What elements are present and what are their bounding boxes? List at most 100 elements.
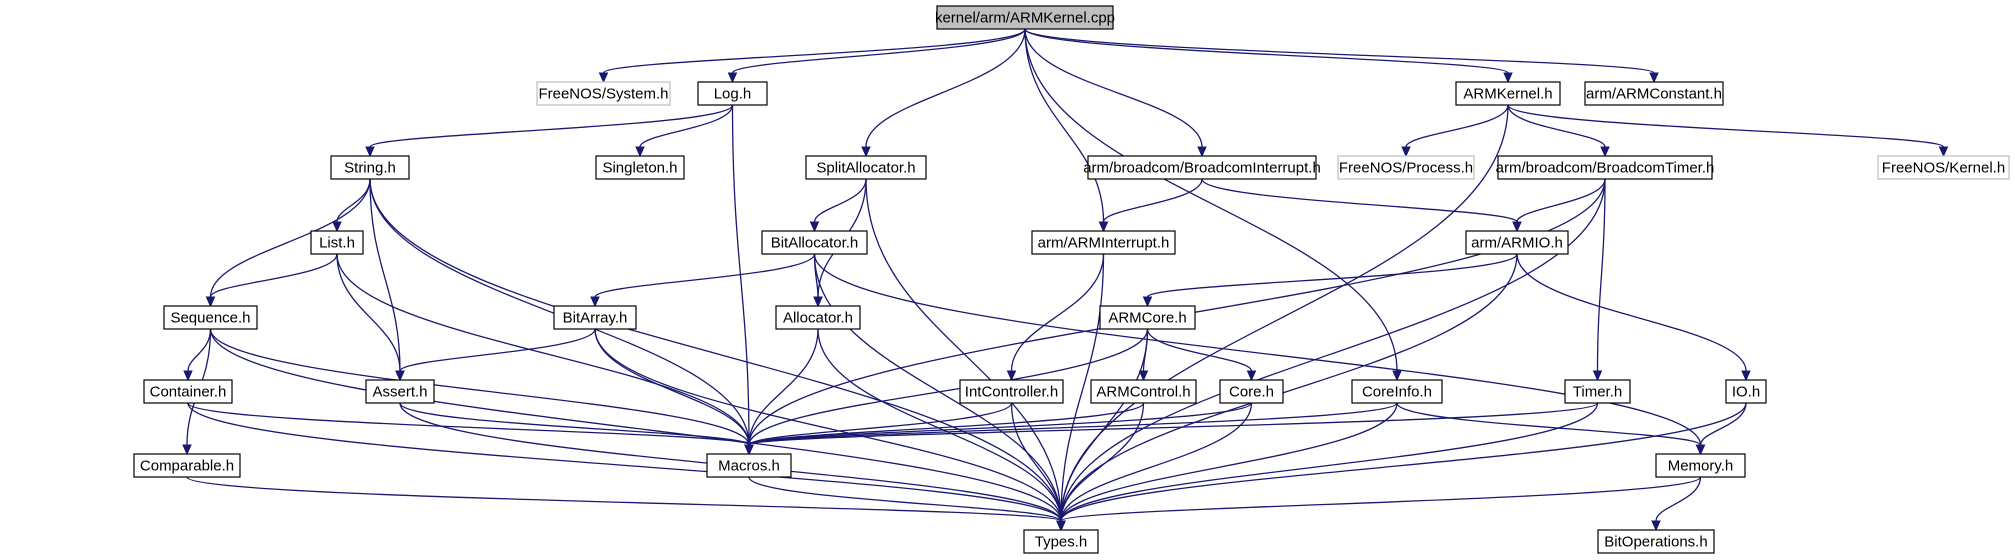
edge-root-to-splitalloc bbox=[861, 28, 1026, 158]
edge-root-to-log bbox=[727, 28, 1026, 84]
edge-log-to-string bbox=[365, 104, 734, 158]
node-box bbox=[959, 379, 1064, 404]
edge-armint-to-intctrl bbox=[1006, 253, 1105, 382]
edge-arrowhead bbox=[1142, 296, 1153, 308]
edge-layer bbox=[182, 28, 1949, 532]
node-box bbox=[1090, 379, 1197, 404]
edge-memory-to-types bbox=[1056, 476, 1702, 532]
node-label: BitOperations.h bbox=[1604, 534, 1707, 551]
node-container[interactable]: Container.h bbox=[143, 379, 233, 404]
node-label: Container.h bbox=[150, 384, 227, 401]
node-label: arm/broadcom/BroadcomInterrupt.h bbox=[1083, 160, 1321, 177]
node-box bbox=[330, 155, 410, 180]
node-label: FreeNOS/Process.h bbox=[1339, 160, 1473, 177]
node-box bbox=[1219, 379, 1284, 404]
edge-arrowhead bbox=[182, 444, 192, 456]
edge-arrowhead bbox=[1651, 520, 1661, 532]
node-assert[interactable]: Assert.h bbox=[365, 379, 435, 404]
node-allocator[interactable]: Allocator.h bbox=[775, 305, 861, 330]
node-armio[interactable]: arm/ARMIO.h bbox=[1465, 230, 1569, 255]
node-label: FreeNOS/System.h bbox=[538, 86, 668, 103]
node-string[interactable]: String.h bbox=[330, 155, 410, 180]
node-log[interactable]: Log.h bbox=[697, 81, 768, 106]
node-box bbox=[1584, 81, 1724, 106]
node-io[interactable]: IO.h bbox=[1725, 379, 1767, 404]
node-kernelh[interactable]: FreeNOS/Kernel.h bbox=[1877, 155, 2010, 180]
edge-arrowhead bbox=[598, 72, 609, 84]
edge-string-to-assert bbox=[369, 178, 405, 382]
node-label: Memory.h bbox=[1668, 458, 1734, 475]
node-label: Macros.h bbox=[718, 458, 780, 475]
edge-coreinfo-to-memory bbox=[1396, 402, 1706, 456]
node-singleton[interactable]: Singleton.h bbox=[595, 155, 685, 180]
node-intctrl[interactable]: IntController.h bbox=[959, 379, 1064, 404]
edge-armctrl-to-macros bbox=[744, 402, 1145, 456]
node-bitops[interactable]: BitOperations.h bbox=[1597, 529, 1715, 554]
node-bitalloc[interactable]: BitAllocator.h bbox=[761, 230, 868, 255]
node-types[interactable]: Types.h bbox=[1023, 529, 1099, 554]
edge-bcmtimer-to-armio bbox=[1512, 178, 1606, 233]
edge-armio-to-io bbox=[1516, 253, 1751, 382]
node-layer: kernel/arm/ARMKernel.cppFreeNOS/System.h… bbox=[133, 5, 2010, 554]
node-box bbox=[775, 305, 861, 330]
node-box bbox=[1455, 81, 1561, 106]
node-box bbox=[706, 453, 792, 478]
edge-container-to-macros bbox=[187, 402, 754, 456]
node-label: Singleton.h bbox=[602, 160, 677, 177]
edge-arrowhead bbox=[1512, 221, 1522, 233]
node-timer[interactable]: Timer.h bbox=[1564, 379, 1631, 404]
node-splitalloc[interactable]: SplitAllocator.h bbox=[805, 155, 927, 180]
node-label: Sequence.h bbox=[170, 310, 250, 327]
node-macros[interactable]: Macros.h bbox=[706, 453, 792, 478]
node-box bbox=[1564, 379, 1631, 404]
node-coreinfo[interactable]: CoreInfo.h bbox=[1351, 379, 1443, 404]
edge-arrowhead bbox=[365, 146, 375, 158]
edge-coreinfo-to-macros bbox=[744, 402, 1398, 456]
node-bcmtimer[interactable]: arm/broadcom/BroadcomTimer.h bbox=[1496, 155, 1715, 180]
node-memory[interactable]: Memory.h bbox=[1655, 453, 1746, 478]
edge-bitarray-to-macros bbox=[594, 328, 754, 456]
node-armconstant[interactable]: arm/ARMConstant.h bbox=[1584, 81, 1724, 106]
node-system[interactable]: FreeNOS/System.h bbox=[536, 81, 671, 106]
node-comparable[interactable]: Comparable.h bbox=[133, 453, 241, 478]
node-armkernel[interactable]: ARMKernel.h bbox=[1455, 81, 1561, 106]
node-armcore[interactable]: ARMCore.h bbox=[1099, 305, 1196, 330]
edge-armkernel-to-bcmtimer bbox=[1507, 104, 1610, 158]
node-box bbox=[163, 305, 258, 330]
node-label: IO.h bbox=[1732, 384, 1760, 401]
node-list[interactable]: List.h bbox=[310, 230, 364, 255]
node-bitarray[interactable]: BitArray.h bbox=[553, 305, 637, 330]
edge-root-to-bcmint bbox=[1024, 28, 1207, 158]
node-sequence[interactable]: Sequence.h bbox=[163, 305, 258, 330]
node-armint[interactable]: arm/ARMInterrupt.h bbox=[1031, 230, 1176, 255]
edge-arrowhead bbox=[1006, 370, 1017, 382]
edge-arrowhead bbox=[1197, 146, 1207, 158]
node-root[interactable]: kernel/arm/ARMKernel.cpp bbox=[935, 5, 1115, 30]
edge-log-to-macros bbox=[731, 104, 754, 456]
node-box bbox=[595, 155, 685, 180]
node-armctrl[interactable]: ARMControl.h bbox=[1090, 379, 1197, 404]
node-box bbox=[310, 230, 364, 255]
node-label: Core.h bbox=[1229, 384, 1274, 401]
node-box bbox=[805, 155, 927, 180]
node-label: arm/ARMInterrupt.h bbox=[1038, 235, 1170, 252]
edge-arrowhead bbox=[813, 296, 823, 308]
node-label: Assert.h bbox=[372, 384, 427, 401]
edge-arrowhead bbox=[1246, 370, 1257, 382]
node-box bbox=[1099, 305, 1196, 330]
edge-log-to-singleton bbox=[635, 104, 734, 158]
node-bcmint[interactable]: arm/broadcom/BroadcomInterrupt.h bbox=[1083, 155, 1321, 180]
edge-armkernel-to-process bbox=[1401, 104, 1509, 158]
node-label: IntController.h bbox=[965, 384, 1058, 401]
node-core[interactable]: Core.h bbox=[1219, 379, 1284, 404]
node-label: Types.h bbox=[1035, 534, 1088, 551]
node-box bbox=[133, 453, 241, 478]
node-box bbox=[697, 81, 768, 106]
edge-arrowhead bbox=[727, 72, 738, 84]
node-process[interactable]: FreeNOS/Process.h bbox=[1337, 155, 1475, 180]
edge-arrowhead bbox=[395, 370, 405, 382]
node-label: FreeNOS/Kernel.h bbox=[1882, 160, 2005, 177]
edge-root-to-armkernel bbox=[1024, 28, 1513, 84]
node-box bbox=[1337, 155, 1475, 180]
node-box bbox=[1023, 529, 1099, 554]
